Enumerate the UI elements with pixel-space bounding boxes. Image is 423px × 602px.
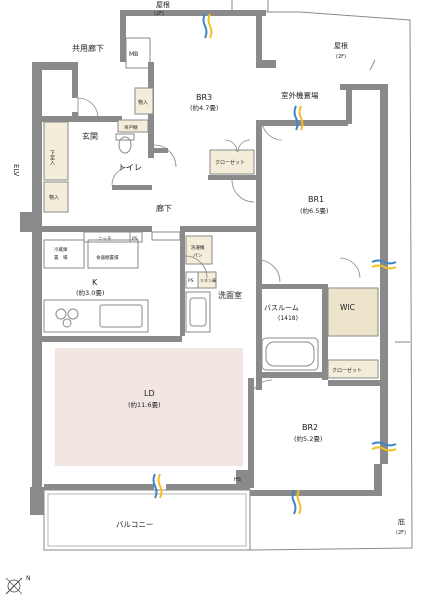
entrance-label: 玄関 — [82, 131, 98, 141]
k-area: (約3.0畳) — [76, 288, 104, 297]
airflow-arrows — [152, 13, 397, 515]
airflow-arrow-icon — [371, 441, 397, 452]
storage-fills — [43, 87, 379, 379]
washroom-label: 洗面室 — [218, 290, 242, 300]
mb-label: MB — [129, 51, 138, 58]
balcony-label: バルコニー — [116, 520, 153, 529]
k-label: K — [92, 278, 98, 287]
ps2-label: PS — [188, 278, 194, 284]
washer-label-2: パン — [193, 253, 203, 259]
br3-label: BR3 — [196, 93, 212, 102]
linen-label: リネン庫 — [200, 277, 216, 283]
elv-label: ELV — [12, 164, 20, 177]
niche-label: ニッチ — [98, 236, 112, 242]
br2-area: (約5.2畳) — [294, 434, 322, 443]
toilet-label: トイレ — [118, 163, 142, 172]
airflow-arrow-icon — [202, 13, 213, 39]
fridge-label: 冷蔵庫 — [54, 246, 68, 253]
airflow-arrow-icon — [371, 259, 397, 270]
door-swings — [77, 97, 361, 403]
roof-right-floor: (2F) — [336, 54, 346, 60]
shoe-box-label: 下足入 — [49, 150, 55, 165]
wic-label: WIC — [340, 303, 355, 312]
washer-label: 洗濯機 — [191, 244, 205, 251]
roof-right-label: 屋根 — [334, 41, 348, 50]
ld-label: LD — [144, 389, 155, 398]
outdoor-unit-label: 室外機置場 — [281, 90, 319, 100]
cupboard-label: 食器棚置場 — [96, 254, 119, 261]
compass-icon: N — [5, 575, 31, 595]
roof-top-label: 屋根 — [156, 0, 170, 9]
airflow-arrow-icon — [291, 489, 302, 515]
svg-text:N: N — [26, 575, 31, 582]
br3-area: (約4.7畳) — [190, 103, 218, 112]
airflow-arrow-icon — [293, 105, 304, 131]
kitchen-fixtures — [43, 133, 319, 371]
roof-top-floor: (2F) — [154, 11, 164, 17]
br1-area: (約6.5畳) — [300, 206, 328, 215]
garden-floor: (2F) — [396, 530, 406, 536]
storage-br3-label: 物入 — [138, 99, 148, 106]
bathroom-label: バスルーム — [264, 304, 299, 312]
hallway-label: 廊下 — [156, 203, 172, 213]
garden-label: 庇 — [398, 517, 405, 526]
ld-area: (約11.6畳) — [128, 400, 161, 409]
airflow-arrow-icon — [152, 473, 163, 499]
storage-hall-label: 物入 — [49, 194, 59, 201]
fridge-label-2: 置 場 — [54, 254, 68, 261]
hs-label: HS — [234, 477, 241, 483]
room-labels: 屋根 (2F) 屋根 (2F) 共用廊下 MB BR3 (約4.7畳) 室外機置… — [12, 0, 406, 536]
common-corridor-label: 共用廊下 — [72, 43, 104, 53]
walls — [20, 10, 388, 551]
ld-floor — [55, 348, 243, 466]
br1-label: BR1 — [308, 195, 324, 204]
ps1-label: PS — [132, 236, 138, 242]
br2-label: BR2 — [302, 423, 318, 432]
storage-small-label: 吊戸棚 — [124, 124, 138, 131]
closet-br2-label: クローゼット — [332, 367, 362, 374]
bathroom-size: (1418) — [278, 315, 298, 322]
closet-br3-label: クローゼット — [215, 159, 245, 166]
